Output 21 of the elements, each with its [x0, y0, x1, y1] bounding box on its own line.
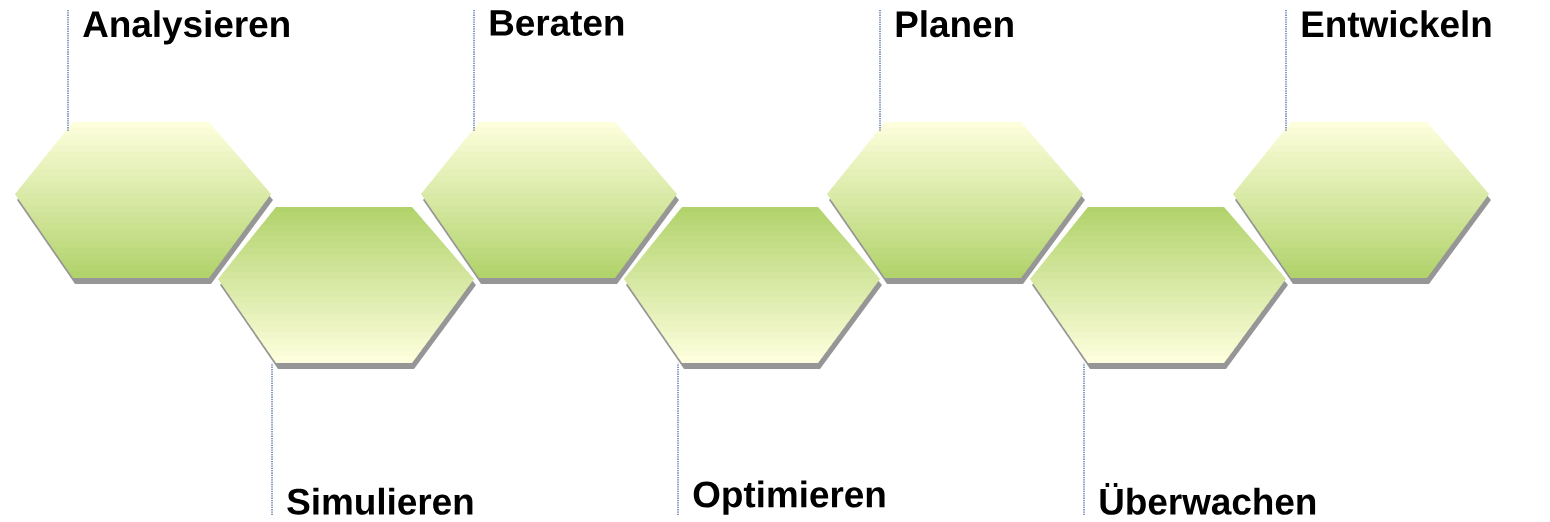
leader-line	[879, 9, 881, 133]
step-label: Simulieren	[287, 487, 473, 515]
hexagon	[15, 122, 273, 284]
step-label: Planen	[896, 10, 1013, 38]
leader-line	[271, 362, 273, 516]
hexagon	[1233, 122, 1491, 284]
hexagon	[218, 207, 476, 369]
step-label: Beraten	[490, 10, 624, 36]
hexagon	[624, 207, 882, 369]
step-label: Entwickeln	[1302, 10, 1491, 38]
step-label: Analysieren	[83, 10, 289, 45]
hexagon	[421, 122, 679, 284]
hexagon	[1030, 207, 1288, 369]
leader-line	[1285, 9, 1287, 133]
leader-line	[473, 9, 475, 133]
leader-line	[67, 9, 69, 133]
step-label: Optimieren	[693, 480, 885, 515]
hexagon	[827, 122, 1085, 284]
leader-line	[677, 362, 679, 516]
leader-line	[1083, 362, 1085, 516]
step-label: Überwachen	[1100, 482, 1316, 515]
